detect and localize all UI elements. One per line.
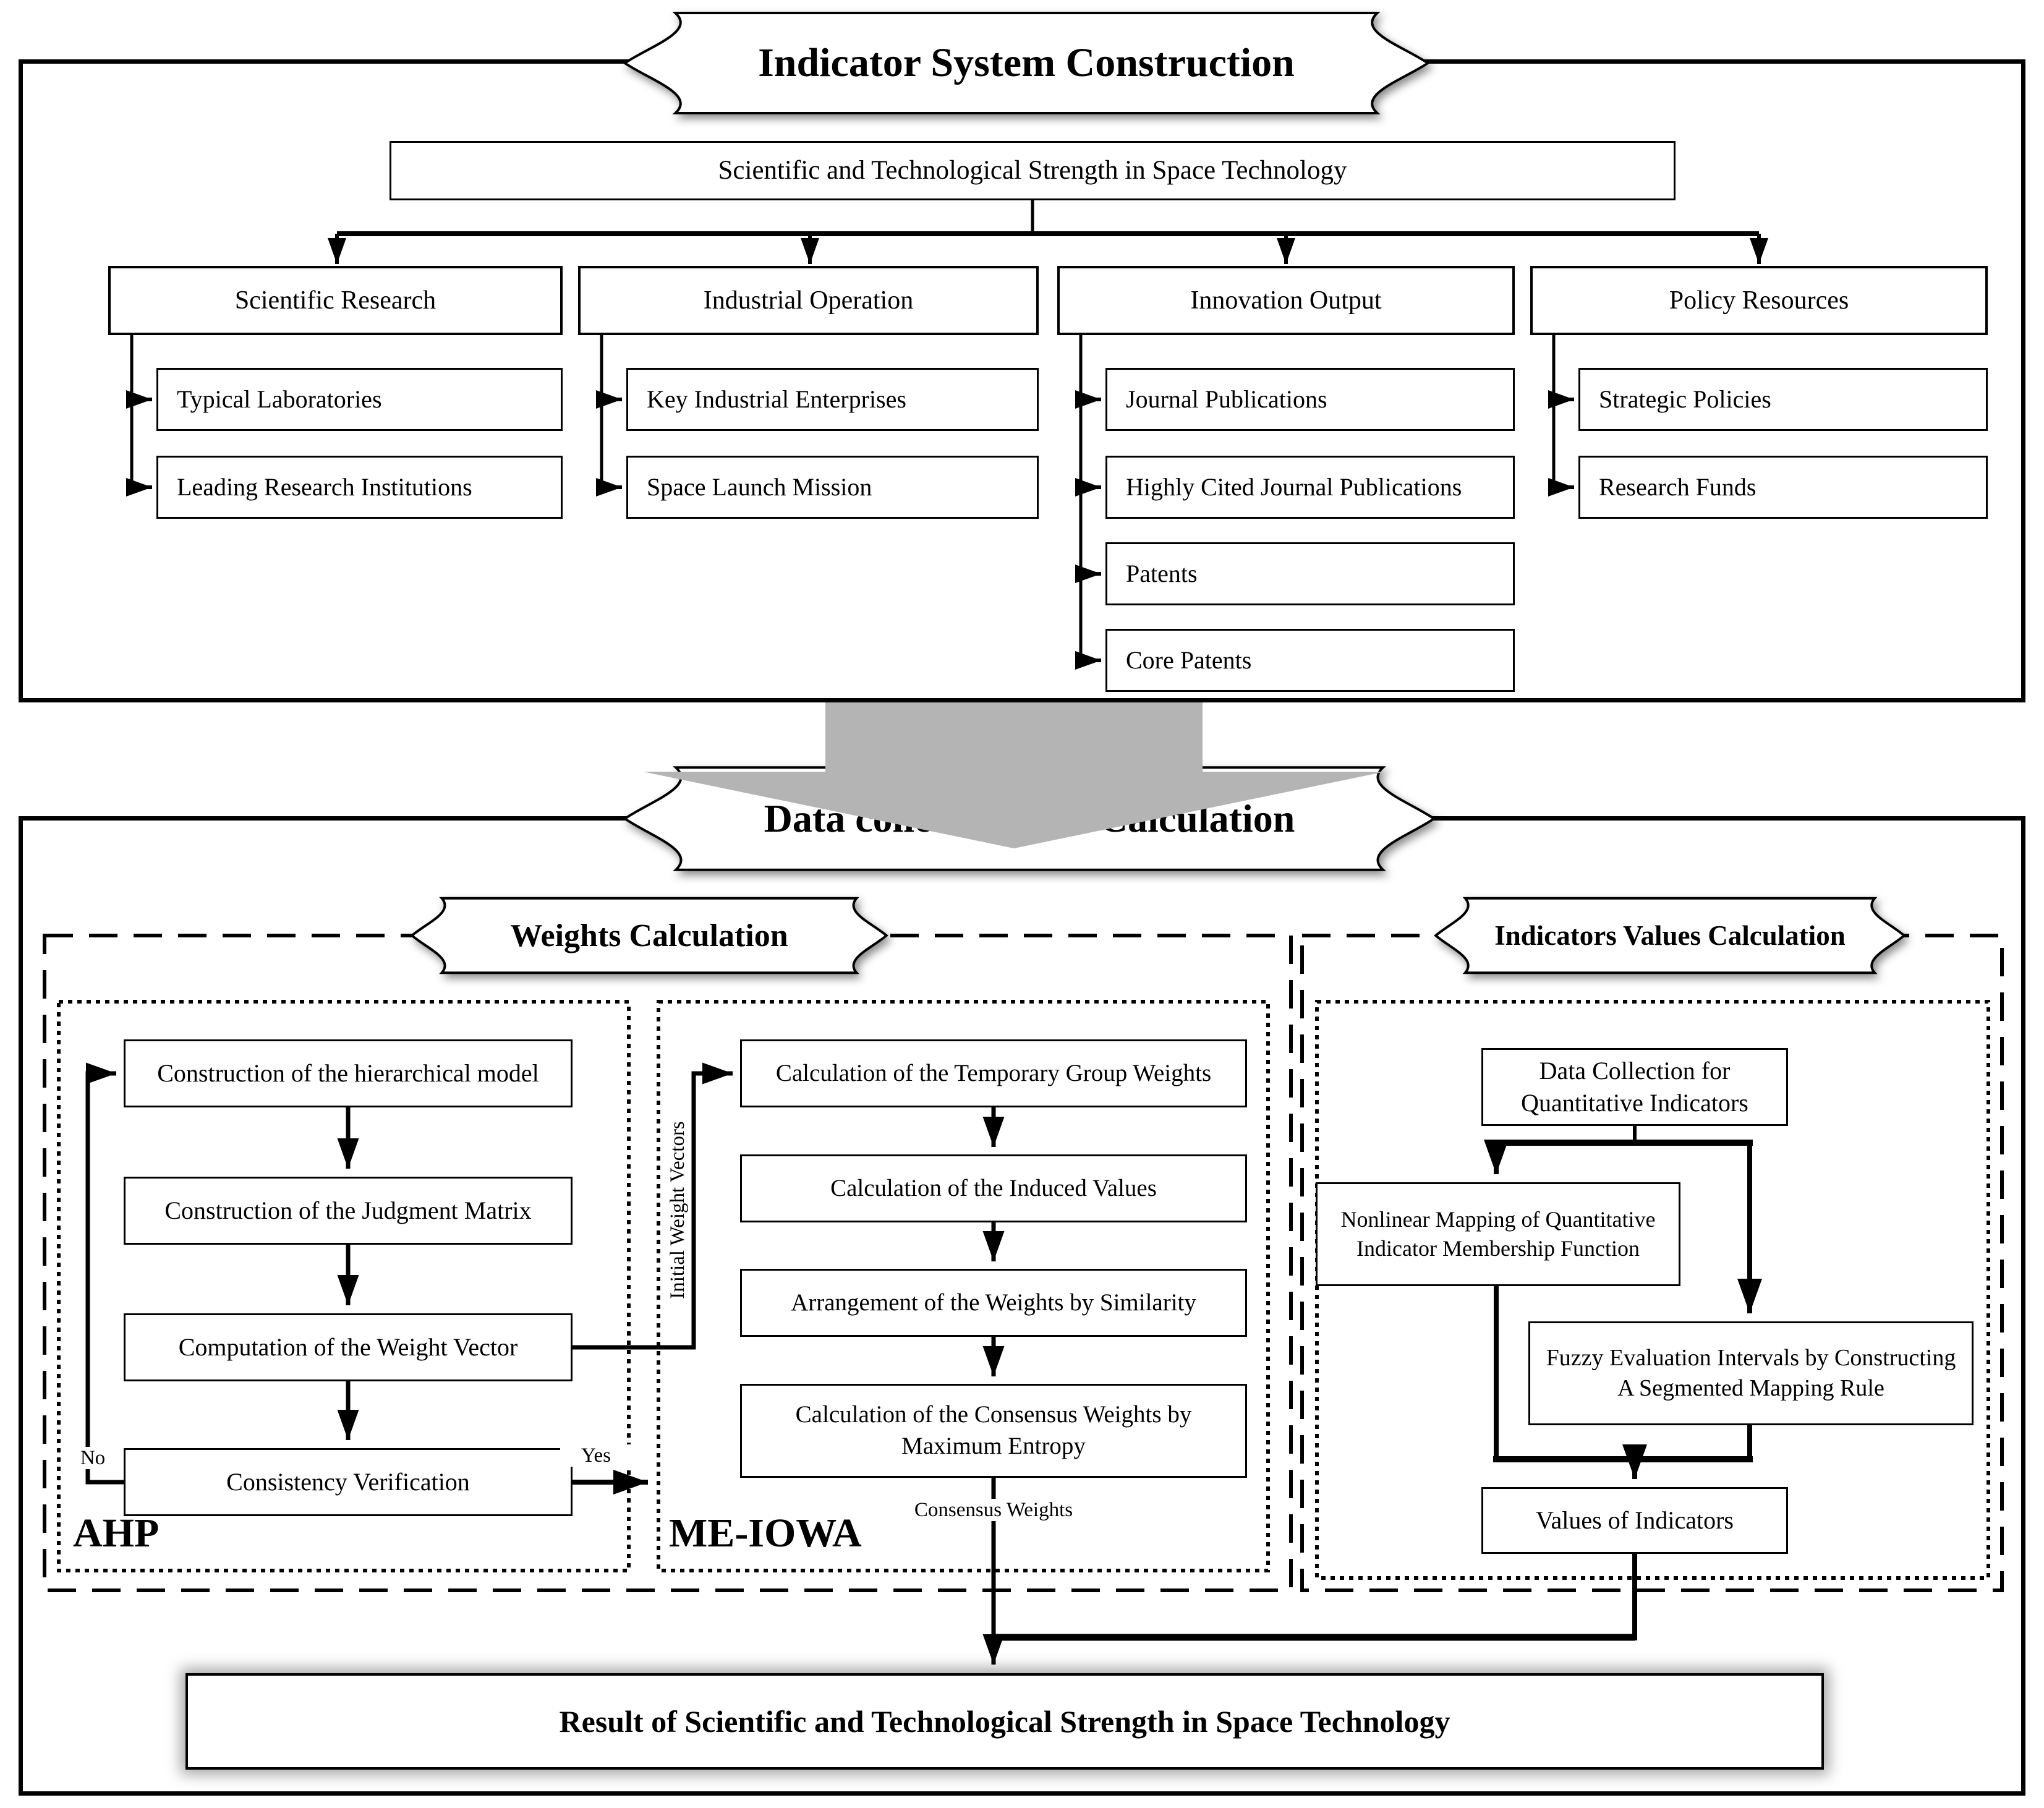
initial-weight-vectors-label: Initial Weight Vectors (666, 1121, 689, 1299)
banner-indicators-values-calculation: Indicators Values Calculation (1432, 894, 1908, 977)
ahp-yes-label: Yes (560, 1444, 632, 1467)
category-innovation-output: Innovation Output (1057, 266, 1515, 335)
meiowa-step-consensus-weights-max-entropy: Calculation of the Consensus Weights by … (740, 1384, 1247, 1478)
ahp-step-weight-vector: Computation of the Weight Vector (124, 1313, 573, 1381)
category-industrial-operation: Industrial Operation (578, 266, 1039, 335)
me-iowa-dotted-frame (657, 1000, 1270, 1572)
ribbon-shape (408, 894, 890, 977)
step-data-collection-quantitative: Data Collection for Quantitative Indicat… (1481, 1048, 1788, 1126)
indicator-typical-laboratories: Typical Laboratories (156, 368, 563, 431)
indicator-key-industrial-enterprises: Key Industrial Enterprises (626, 368, 1039, 431)
meiowa-step-temporary-group-weights: Calculation of the Temporary Group Weigh… (740, 1039, 1247, 1107)
ahp-step-judgment-matrix: Construction of the Judgment Matrix (124, 1177, 573, 1245)
banner-title: Indicator System Construction (758, 40, 1295, 85)
indicator-leading-research-institutions: Leading Research Institutions (156, 456, 563, 519)
me-iowa-flow-connectors (573, 1062, 1637, 1665)
indicators-values-dashed-frame (1300, 934, 2004, 1592)
ahp-step-hierarchical-model: Construction of the hierarchical model (124, 1039, 573, 1107)
indicator-research-funds: Research Funds (1578, 456, 1988, 519)
indicator-highly-cited-journal-publications: Highly Cited Journal Publications (1105, 456, 1515, 519)
indicator-core-patents: Core Patents (1105, 629, 1515, 692)
me-iowa-method-label: ME-IOWA (669, 1511, 862, 1556)
banner-data-collection-calculation: Data collection and Calculation (618, 762, 1441, 876)
banner-weights-calculation: Weights Calculation (408, 894, 890, 977)
meiowa-step-induced-values: Calculation of the Induced Values (740, 1154, 1247, 1222)
ahp-step-consistency-verification: Consistency Verification (124, 1448, 573, 1516)
step-nonlinear-mapping-membership: Nonlinear Mapping of Quantitative Indica… (1316, 1182, 1680, 1286)
consensus-weights-label: Consensus Weights (885, 1499, 1102, 1522)
indicator-space-launch-mission: Space Launch Mission (626, 456, 1039, 519)
ribbon-shape (1432, 894, 1908, 977)
indicators-flow-connectors (1484, 1126, 1762, 1479)
banner-title: Data collection and Calculation (764, 796, 1295, 840)
banner-title: Indicators Values Calculation (1494, 920, 1846, 951)
category-policy-resources: Policy Resources (1530, 266, 1988, 335)
meiowa-step-arrangement-by-similarity: Arrangement of the Weights by Similarity (740, 1269, 1247, 1337)
hierarchy-tree-connectors (126, 200, 1768, 670)
banner-indicator-system-construction: Indicator System Construction (618, 7, 1434, 119)
indicators-dotted-frame (1315, 1000, 1990, 1580)
category-scientific-research: Scientific Research (108, 266, 563, 335)
step-fuzzy-evaluation-intervals: Fuzzy Evaluation Intervals by Constructi… (1528, 1321, 1974, 1425)
ahp-no-label: No (64, 1447, 121, 1470)
step-values-of-indicators: Values of Indicators (1481, 1487, 1788, 1554)
indicator-strategic-policies: Strategic Policies (1578, 368, 1988, 431)
indicator-patents: Patents (1105, 542, 1515, 605)
root-indicator-box: Scientific and Technological Strength in… (390, 141, 1676, 200)
result-box: Result of Scientific and Technological S… (185, 1673, 1824, 1770)
indicator-journal-publications: Journal Publications (1105, 368, 1515, 431)
banner-title: Weights Calculation (510, 918, 788, 953)
ribbon-shape (618, 7, 1434, 119)
ahp-flow-connectors (85, 1062, 648, 1495)
ahp-method-label: AHP (73, 1511, 160, 1556)
ahp-dotted-frame (57, 1000, 631, 1572)
